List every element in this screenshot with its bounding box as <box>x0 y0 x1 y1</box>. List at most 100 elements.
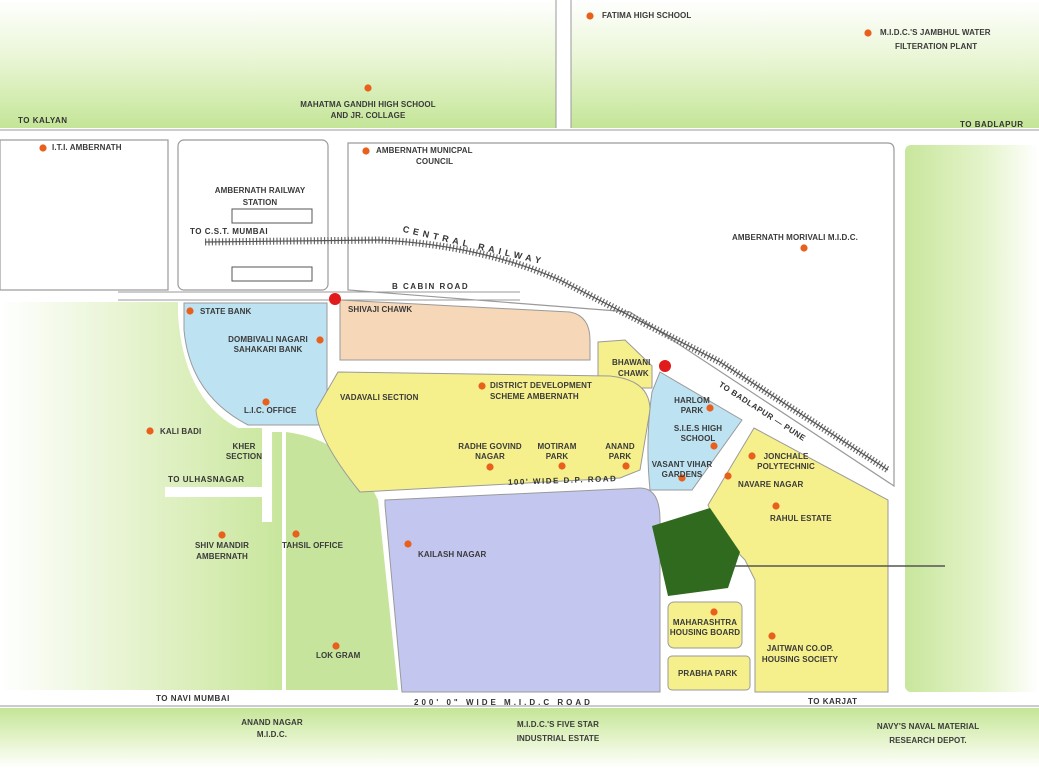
iti-ambernath-label: I.T.I. AMBERNATH <box>52 143 122 152</box>
direction-to-ulhasnagar: TO ULHASNAGAR <box>168 475 245 484</box>
zone-dark-green <box>652 508 740 596</box>
railway-station-label-2: STATION <box>242 198 278 207</box>
jaitwan-society-label-2: HOUSING SOCIETY <box>761 655 839 664</box>
location-marker-kali-badi <box>146 427 154 435</box>
direction-to-cst: TO C.S.T. MUMBAI <box>190 227 269 236</box>
radhe-govind-label-1: RADHE GOVIND <box>458 442 522 451</box>
location-marker-district <box>478 382 486 390</box>
location-marker-maharashtra <box>710 608 718 616</box>
midc-road-label: 200' 0" WIDE M.I.D.C ROAD <box>414 698 593 707</box>
sies-school-label-2: SCHOOL <box>680 434 716 443</box>
block-municipal <box>347 142 895 488</box>
kher-section-label-2: SECTION <box>225 452 263 461</box>
location-marker-jaitwan <box>768 632 776 640</box>
location-marker-dombivali <box>316 336 324 344</box>
direction-to-karjat: TO KARJAT <box>808 697 858 706</box>
location-marker-sies <box>710 442 718 450</box>
navy-depot-label-1: NAVY'S NAVAL MATERIAL <box>876 722 980 731</box>
midc-jambhul-label-2: FILTERATION PLANT <box>895 42 978 51</box>
location-marker-anand-park <box>622 462 630 470</box>
five-star-estate-label-1: M.I.D.C.'S FIVE STAR <box>517 720 599 729</box>
zone-shivaji-chawk <box>339 299 591 361</box>
anand-nagar-label-2: M.I.D.C. <box>256 730 288 739</box>
direction-to-badlapur: TO BADLAPUR <box>960 120 1024 129</box>
location-marker-tahsil <box>292 530 300 538</box>
vasant-vihar-label-2: GARDENS <box>661 470 703 479</box>
district-scheme-label-1: DISTRICT DEVELOPMENT <box>490 381 593 390</box>
zone-vadavali <box>315 371 651 493</box>
jaitwan-society-label-1: JAITWAN CO.OP. <box>766 644 834 653</box>
location-marker-motiram <box>558 462 566 470</box>
five-star-estate-label-2: INDUSTRIAL ESTATE <box>516 734 600 743</box>
anand-nagar-label-1: ANAND NAGAR <box>241 718 303 727</box>
anand-park-label-1: ANAND <box>605 442 635 451</box>
lic-office-label: L.I.C. OFFICE <box>244 406 297 415</box>
motiram-park-label-2: PARK <box>545 452 569 461</box>
zone-kailash-nagar <box>384 487 661 693</box>
district-scheme-label-2: SCHEME AMBERNATH <box>490 392 579 401</box>
kailash-nagar-label: KAILASH NAGAR <box>418 550 487 559</box>
municipal-council-label-1: AMBERNATH MUNICPAL <box>376 146 473 155</box>
railway-rail <box>204 239 889 471</box>
vasant-vihar-label-1: VASANT VIHAR <box>651 460 713 469</box>
location-marker-jonchale <box>748 452 756 460</box>
dombivali-bank-label-1: DOMBIVALI NAGARI <box>228 335 308 344</box>
zone-top-left <box>0 0 556 128</box>
zone-top-right <box>571 0 1039 128</box>
gandhi-school-label-1: MAHATMA GANDHI HIGH SCHOOL <box>300 100 436 109</box>
lok-gram-label: LOK GRAM <box>316 651 361 660</box>
location-marker-radhe <box>486 463 494 471</box>
location-marker-fatima <box>586 12 594 20</box>
navare-nagar-label: NAVARE NAGAR <box>738 480 804 489</box>
direction-to-navi-mumbai: TO NAVI MUMBAI <box>156 694 230 703</box>
motiram-park-label-1: MOTIRAM <box>537 442 577 451</box>
sies-school-label-1: S.I.E.S HIGH <box>673 424 723 433</box>
railway-station-label-1: AMBERNATH RAILWAY <box>214 186 306 195</box>
shivaji-chawk-label: SHIVAJI CHAWK <box>348 305 413 314</box>
location-marker-kailash <box>404 540 412 548</box>
gandhi-school-label-2: AND JR. COLLAGE <box>330 111 406 120</box>
state-bank-label: STATE BANK <box>200 307 252 316</box>
kali-badi-label: KALI BADI <box>160 427 202 436</box>
rahul-estate-label: RAHUL ESTATE <box>770 514 832 523</box>
location-marker-gandhi <box>364 84 372 92</box>
fatima-high-school-label: FATIMA HIGH SCHOOL <box>602 11 692 20</box>
zone-harlom-park <box>647 371 743 491</box>
location-marker-iti <box>39 144 47 152</box>
shiv-mandir-label-1: SHIV MANDIR <box>195 541 249 550</box>
location-marker-shiv-mandir <box>218 531 226 539</box>
platform-1 <box>231 208 313 224</box>
location-marker-municipal <box>362 147 370 155</box>
zone-state-bank <box>183 302 328 426</box>
location-marker-state-bank <box>186 307 194 315</box>
location-marker-morivali <box>800 244 808 252</box>
bhawani-chawk-label-2: CHAWK <box>618 369 649 378</box>
location-markers <box>39 12 872 650</box>
anand-park-label-2: PARK <box>608 452 632 461</box>
zone-lok-gram-green <box>286 432 398 690</box>
shiv-mandir-label-2: AMBERNATH <box>196 552 248 561</box>
location-marker-rahul <box>772 502 780 510</box>
maharashtra-housing-label-1: MAHARASHTRA <box>672 618 738 627</box>
zone-left-green <box>0 302 282 690</box>
zone-bottom-strip <box>0 708 1039 768</box>
b-cabin-road-label: B CABIN ROAD <box>392 282 470 291</box>
tahsil-office-label: TAHSIL OFFICE <box>282 541 344 550</box>
vadavali-section-label: VADAVALI SECTION <box>340 393 419 402</box>
kher-section-label-1: KHER <box>232 442 256 451</box>
prabha-park-label: PRABHA PARK <box>678 669 738 678</box>
location-marker-lok-gram <box>332 642 340 650</box>
location-marker-navare <box>724 472 732 480</box>
radhe-govind-label-2: NAGAR <box>475 452 505 461</box>
location-marker-lic <box>262 398 270 406</box>
harlom-park-label-2: PARK <box>680 406 704 415</box>
harlom-park-label-1: HARLOM <box>674 396 710 405</box>
location-marker-vasant <box>678 474 686 482</box>
bhawani-chawk-label-1: BHAWANI <box>612 358 651 367</box>
bhawani-chawk-marker <box>659 360 671 372</box>
jonchale-polytechnic-label-2: POLYTECHNIC <box>757 462 815 471</box>
maharashtra-housing-label-2: HOUSING BOARD <box>669 628 741 637</box>
zone-prabha-park <box>667 655 751 691</box>
